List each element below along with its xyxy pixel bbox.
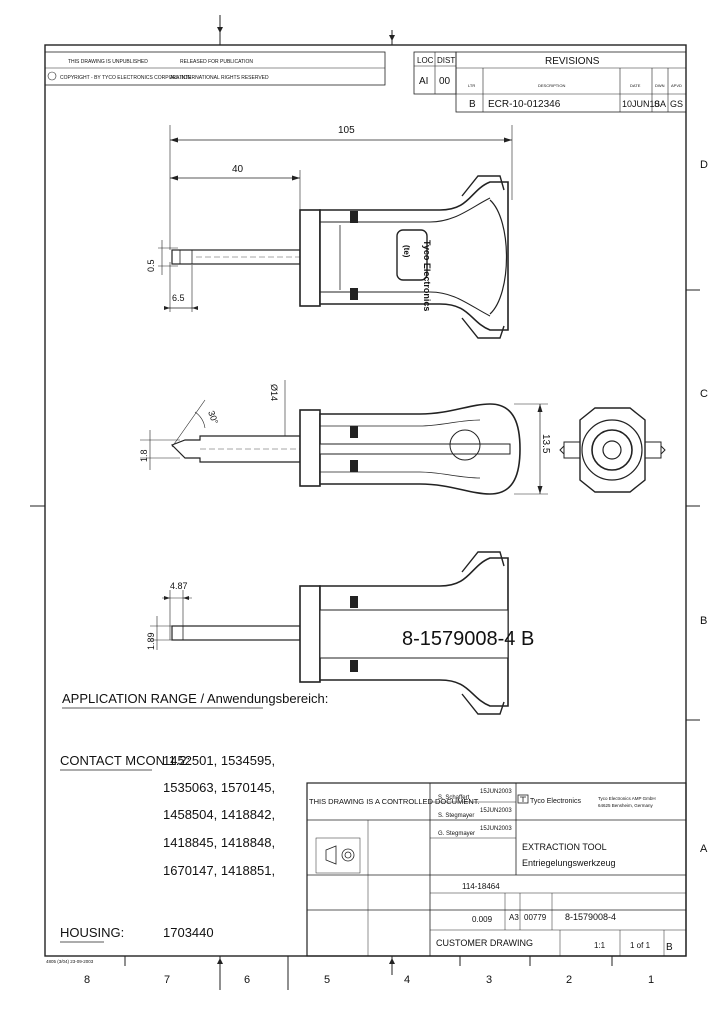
projection-symbol [315, 837, 361, 874]
te-logo-icon [517, 794, 529, 804]
contact-line: 1458504, 1418842, [163, 807, 275, 822]
checked-date: 15JUN2003 [480, 808, 512, 814]
revisions-table: REVISIONS LTR DESCRIPTION DATE DWN APVD … [455, 51, 687, 113]
rev-date: 10JUN10 [622, 99, 660, 109]
dim-4-87: 4.87 [170, 581, 188, 591]
rev-description: ECR-10-012346 [488, 99, 561, 110]
part-marking: 8-1579008-4 B [402, 628, 534, 650]
approved-date: 15JUN2003 [480, 826, 512, 832]
copyright-notice: THIS DRAWING IS UNPUBLISHED RELEASED FOR… [44, 51, 386, 86]
zone-letter: C [700, 388, 708, 400]
zone-number: 7 [164, 974, 170, 986]
centering-arrow-icon [217, 27, 223, 33]
controlled-document-note: THIS DRAWING IS A CONTROLLED DOCUMENT. [309, 797, 480, 806]
loc-dist-box: LOC DIST AI 00 [413, 51, 457, 95]
contact-label: CONTACT MCON 1.2: [60, 753, 190, 768]
zone-number: 8 [84, 974, 90, 986]
dist-value: 00 [439, 76, 451, 87]
view-top: 105 40 0.5 6.5 Tyco Electronics (te) [146, 125, 513, 339]
dist-label: DIST [437, 56, 455, 65]
contact-line: 1452501, 1534595, [163, 753, 275, 768]
logo-marking: (te) [402, 245, 411, 258]
zone-number: 5 [324, 974, 330, 986]
rev-header-ltr: LTR [468, 83, 475, 88]
dim-1-8: 1.8 [139, 449, 149, 462]
zone-number: 2 [566, 974, 572, 986]
rev-dwn: SA [654, 99, 666, 109]
approved-by: G. Stegmayer [438, 831, 475, 837]
sheet-size: A3 [509, 913, 519, 922]
zone-number: 4 [404, 974, 410, 986]
zone-number: 1 [648, 974, 654, 986]
loc-label: LOC [417, 56, 434, 65]
contact-line: 1535063, 1570145, [163, 780, 275, 795]
dim-40: 40 [232, 164, 244, 175]
weight: 0.009 [472, 915, 493, 924]
rev-header-desc: DESCRIPTION [538, 83, 565, 88]
rev-header-date: DATE [630, 83, 641, 88]
drawing-number: 8-1579008-4 [565, 912, 616, 922]
contact-line: 1670147, 1418851, [163, 863, 275, 878]
centering-arrow-icon [389, 35, 395, 41]
housing-label: HOUSING: [60, 925, 124, 940]
zone-letter: B [700, 615, 707, 627]
notice-line1-left: THIS DRAWING IS UNPUBLISHED [68, 59, 148, 65]
notice-line1-right: RELEASED FOR PUBLICATION [180, 59, 253, 65]
zone-number: 6 [244, 974, 250, 986]
dim-0-5: 0.5 [146, 259, 156, 272]
brand-marking: Tyco Electronics [422, 240, 432, 311]
housing-value: 1703440 [163, 925, 214, 940]
company-name: Tyco Electronics [530, 798, 581, 805]
form-code: 4805 (3/04) 23-09-2003 [46, 959, 94, 964]
cage-code: 00779 [524, 913, 547, 922]
product-spec: 114-18464 [462, 882, 500, 891]
zone-letter: A [700, 843, 708, 855]
drawn-by: S. Schaffert [438, 795, 470, 801]
dim-6-5: 6.5 [172, 293, 185, 303]
checked-by: S. Stegmayer [438, 813, 474, 819]
rev-ltr: B [469, 99, 476, 110]
dim-1-89: 1.89 [146, 632, 156, 650]
application-range-title: APPLICATION RANGE / Anwendungsbereich: [62, 691, 328, 706]
dim-30-degree: 30° [206, 409, 220, 426]
centering-arrow-icon [389, 958, 395, 964]
loc-value: AI [419, 76, 428, 87]
centering-arrow-icon [217, 958, 223, 964]
sheet-number: 1 of 1 [630, 941, 651, 950]
dim-105: 105 [338, 125, 355, 136]
notice-line2-left: COPYRIGHT - BY TYCO ELECTRONICS CORPORAT… [60, 75, 191, 81]
rev-apvd: GS [670, 99, 683, 109]
drawing-title-en: EXTRACTION TOOL [522, 842, 607, 852]
dim-13-5: 13.5 [540, 434, 551, 454]
company-address-2: 64625 Bensheim, Germany [598, 803, 654, 808]
rev-header-dwn: DWN [655, 83, 665, 88]
company-address-1: Tyco Electronics AMP GmbH [598, 796, 656, 801]
contact-line: 1418845, 1418848, [163, 835, 275, 850]
application-range: APPLICATION RANGE / Anwendungsbereich: C… [60, 691, 328, 943]
view-bottom: 4.87 1.89 8-1579008-4 B [146, 551, 534, 715]
dim-diameter-14: Ø14 [269, 384, 279, 401]
customer-drawing-label: CUSTOMER DRAWING [436, 938, 533, 948]
end-view [559, 407, 666, 493]
rev-header-apvd: APVD [671, 83, 682, 88]
revisions-title: REVISIONS [545, 56, 600, 67]
zone-letter: D [700, 159, 708, 171]
notice-line2-right: ALL INTERNATIONAL RIGHTS RESERVED [170, 75, 269, 81]
zone-number: 3 [486, 974, 492, 986]
drawn-date: 15JUN2003 [480, 789, 512, 795]
view-side: 1.8 30° Ø14 13.5 [139, 380, 666, 495]
drawing-border [44, 44, 687, 957]
revision-letter: B [666, 942, 673, 953]
scale: 1:1 [594, 941, 606, 950]
drawing-title-de: Entriegelungswerkzeug [522, 858, 616, 868]
title-block: THIS DRAWING IS A CONTROLLED DOCUMENT. S… [306, 782, 687, 957]
